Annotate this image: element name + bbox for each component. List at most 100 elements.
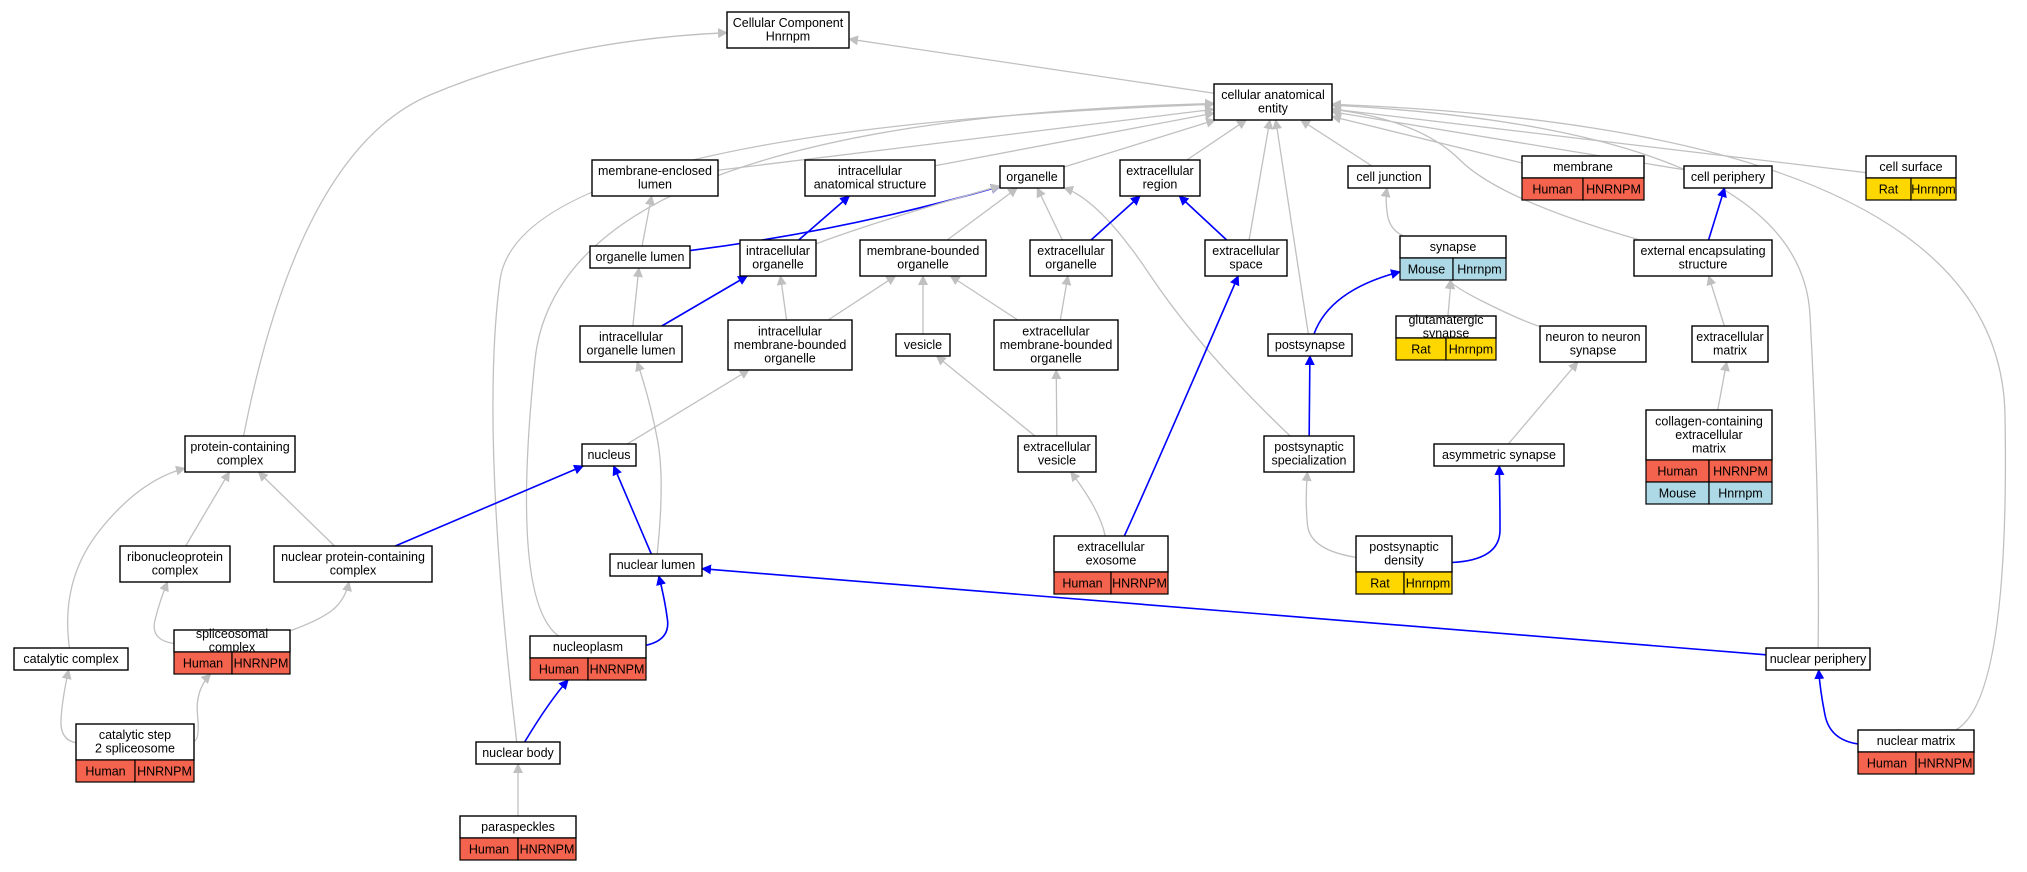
node-label: Cellular Component (733, 16, 844, 30)
node-label: ribonucleoprotein (127, 550, 223, 564)
is-a-edge-pos-to-cae (1272, 119, 1309, 335)
node-label: glutamatergic (1408, 313, 1483, 327)
node-label: nuclear lumen (617, 558, 696, 572)
gene-label: Hnrnpm (1718, 487, 1762, 501)
node-box (184, 435, 296, 473)
is-a-edge-exe-to-exv (1070, 471, 1106, 537)
node-box (1691, 325, 1769, 363)
node-label: intracellular (838, 164, 902, 178)
is-a-edge-nl-to-iol (635, 361, 662, 555)
is-a-edge-pss-to-org (1063, 185, 1291, 437)
node-label: spliceosomal (196, 627, 268, 641)
node-label: catalytic complex (23, 652, 119, 666)
species-label: Human (539, 663, 579, 677)
node-label: neuron to neuron (1545, 330, 1640, 344)
node-label: nuclear periphery (1770, 652, 1867, 666)
gene-label: HNRNPM (234, 657, 289, 671)
node-label: postsynapse (1275, 338, 1345, 352)
is-a-edge-imbo-to-mbo (827, 275, 897, 321)
node-label: extracellular (1126, 164, 1193, 178)
species-cell: Human (1857, 751, 1917, 775)
species-label: Human (85, 765, 125, 779)
node-cp: cell periphery (1683, 165, 1773, 189)
node-label: lumen (638, 178, 672, 192)
node-box (579, 325, 683, 363)
gene-label: Hnrnpm (1449, 343, 1493, 357)
is-a-edge-psd-to-pss (1301, 471, 1357, 558)
node-box (993, 319, 1119, 371)
is-a-edge-ias-to-cae (934, 109, 1215, 167)
gene-cell: Hnrnpm (1445, 337, 1497, 361)
node-box (999, 165, 1065, 189)
node-label: complex (217, 454, 264, 468)
gene-cell: HNRNPM (134, 759, 195, 783)
node-box (1683, 165, 1773, 189)
is-a-edge-ol-to-mel (641, 195, 655, 247)
is-a-edge-embo-to-mbo (949, 275, 1019, 321)
is-a-edge-spc-to-npc (289, 581, 352, 632)
node-box (589, 245, 691, 269)
node-box (1633, 239, 1773, 277)
node-label: region (1143, 178, 1178, 192)
node-label: 2 spliceosome (95, 742, 175, 756)
part-of-edge-psd-to-as (1451, 465, 1505, 564)
node-box (581, 443, 637, 467)
node-label: density (1384, 554, 1424, 568)
gene-label: HNRNPM (1918, 757, 1973, 771)
species-cell: Human (1645, 459, 1710, 483)
gene-label: Hnrnpm (1911, 183, 1955, 197)
species-label: Rat (1370, 577, 1390, 591)
is-a-edge-nuc-to-imbo (626, 369, 750, 445)
is-a-edge-nper-to-cae (1331, 100, 1820, 649)
node-label: cell surface (1879, 160, 1942, 174)
node-box (1433, 443, 1565, 467)
node-label: extracellular (1696, 330, 1763, 344)
node-label: paraspeckles (481, 820, 555, 834)
node-box (475, 741, 561, 765)
gene-label: HNRNPM (137, 765, 192, 779)
node-label: nuclear matrix (1877, 734, 1956, 748)
node-label: cell junction (1356, 170, 1421, 184)
is-a-edge-catc-to-pcc (67, 465, 186, 649)
is-a-edge-npc-to-pcc (257, 471, 335, 547)
part-of-edge-nl-to-nuc (612, 465, 653, 555)
node-label: asymmetric synapse (1442, 448, 1556, 462)
node-pos: postsynapse (1267, 333, 1353, 357)
gene-cell: Hnrnpm (1708, 481, 1773, 505)
node-ol: organelle lumen (589, 245, 691, 269)
node-label: membrane-enclosed (598, 164, 712, 178)
node-label: protein-containing (190, 440, 289, 454)
node-box (1355, 535, 1453, 573)
part-of-edge-npc-to-nuc (394, 464, 585, 547)
gene-label: HNRNPM (1586, 183, 1641, 197)
node-label: complex (209, 641, 256, 655)
is-a-edge-mbo-to-org (946, 187, 1019, 241)
is-a-edge-ees-to-cae (1331, 105, 1641, 241)
node-label: organelle (1045, 258, 1096, 272)
node-box (119, 545, 231, 583)
gene-label: HNRNPM (590, 663, 645, 677)
part-of-edge-ees-to-cp (1707, 187, 1727, 241)
gene-label: Hnrnpm (1406, 577, 1450, 591)
gene-cell: HNRNPM (1708, 459, 1773, 483)
node-box (726, 11, 850, 49)
is-a-edge-pcc-to-cc (242, 28, 728, 437)
species-label: Human (469, 843, 509, 857)
node-box (1539, 325, 1647, 363)
node-label: collagen-containing (1655, 414, 1763, 428)
